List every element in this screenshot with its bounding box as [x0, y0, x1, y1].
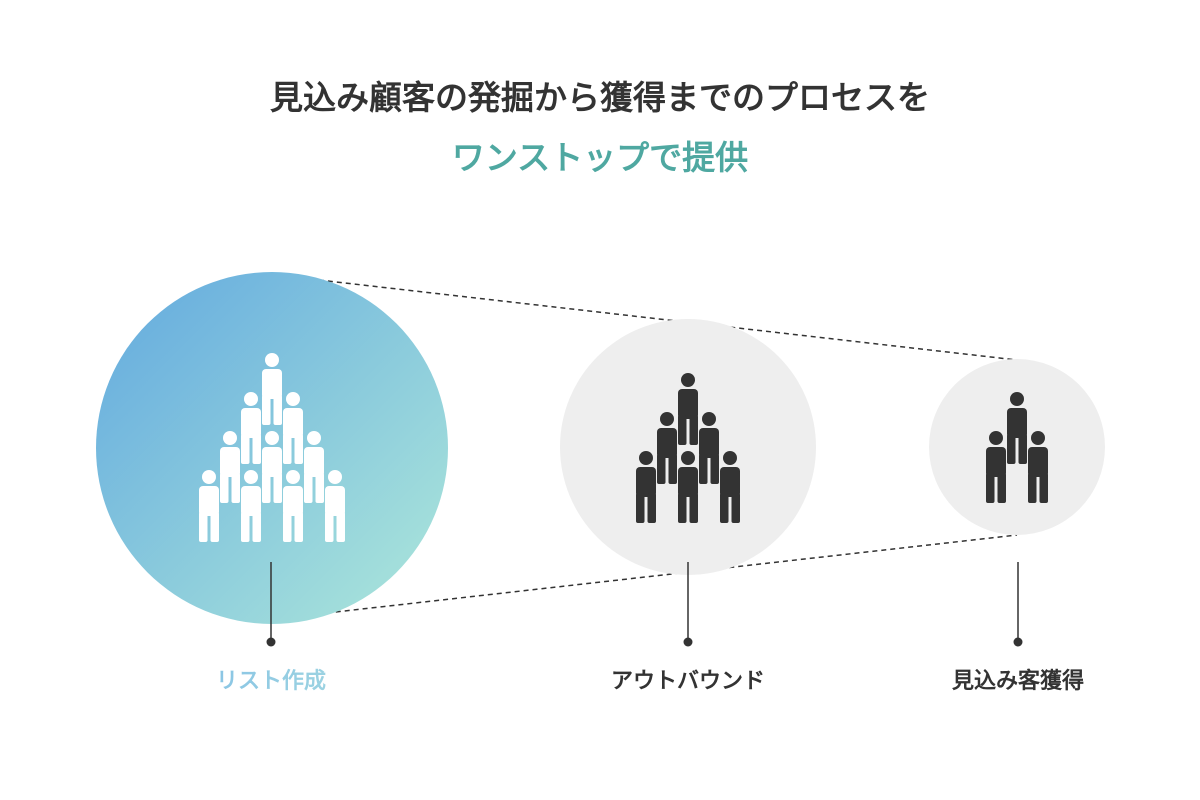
stage-circle-acquire [929, 359, 1105, 535]
funnel-edge-top [309, 278, 1018, 361]
headline-accent: ワンストップで提供 [451, 138, 749, 177]
headline-main: 見込み顧客の発掘から獲得までのプロセスを [270, 78, 930, 117]
connector-acquire [1013, 562, 1023, 647]
funnel-edge-bottom [299, 534, 1018, 617]
stage-label-outbound: アウトバウンド [610, 669, 765, 694]
connector-list [266, 562, 276, 647]
connector-outbound [683, 562, 693, 647]
stage-label-list: リスト作成 [141, 662, 401, 702]
stage-label-acquire: 見込み客獲得 [951, 669, 1084, 694]
stage-circle-outbound [560, 319, 816, 575]
